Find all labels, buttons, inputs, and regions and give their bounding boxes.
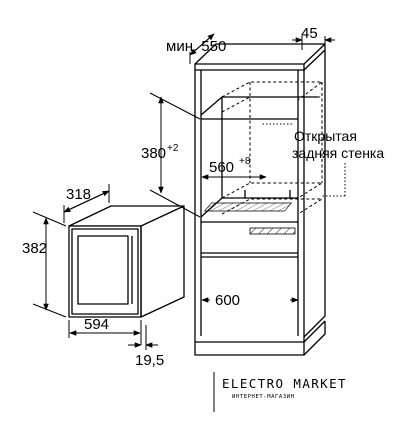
inner-width-label: 600: [215, 292, 240, 309]
logo-title: ELECTRO MARKET: [222, 376, 347, 391]
ventilation-slot-lower: [249, 227, 296, 235]
ventilation-slot: [203, 202, 293, 212]
open-back-leader: [262, 123, 346, 197]
cabinet-depth-dimension: [189, 33, 215, 64]
appliance-depth-dimension: [63, 184, 110, 223]
cabinet-depth-label: мин. 550: [166, 38, 226, 55]
microwave-appliance: [68, 205, 185, 318]
electro-market-logo: ELECTRO MARKET ИНТЕРНЕТ-МАГАЗИН: [213, 372, 347, 412]
back-gap-label: 45: [301, 25, 318, 42]
niche-height-label: 380: [141, 145, 166, 162]
panel-thickness-dimension: [128, 325, 158, 350]
open-back-panel: [221, 81, 324, 215]
niche-width-tolerance: +8: [239, 156, 251, 167]
niche-height-tolerance: +2: [167, 143, 179, 154]
niche-height-dimension: [149, 92, 201, 218]
panel-thickness-label: 19,5: [135, 352, 164, 369]
open-back-note-line1: Открытая: [294, 128, 357, 144]
appliance-width-label: 594: [84, 316, 109, 333]
niche-width-label: 560: [209, 159, 234, 176]
appliance-width-dimension: [68, 320, 142, 345]
appliance-depth-label: 318: [66, 186, 91, 203]
appliance-height-label: 382: [22, 240, 47, 257]
back-gap-dimension: [292, 36, 335, 50]
open-back-note-line2: задняя стенка: [292, 145, 384, 161]
logo-subtitle: ИНТЕРНЕТ-МАГАЗИН: [232, 394, 295, 400]
appliance-height-dimension: [32, 211, 67, 318]
